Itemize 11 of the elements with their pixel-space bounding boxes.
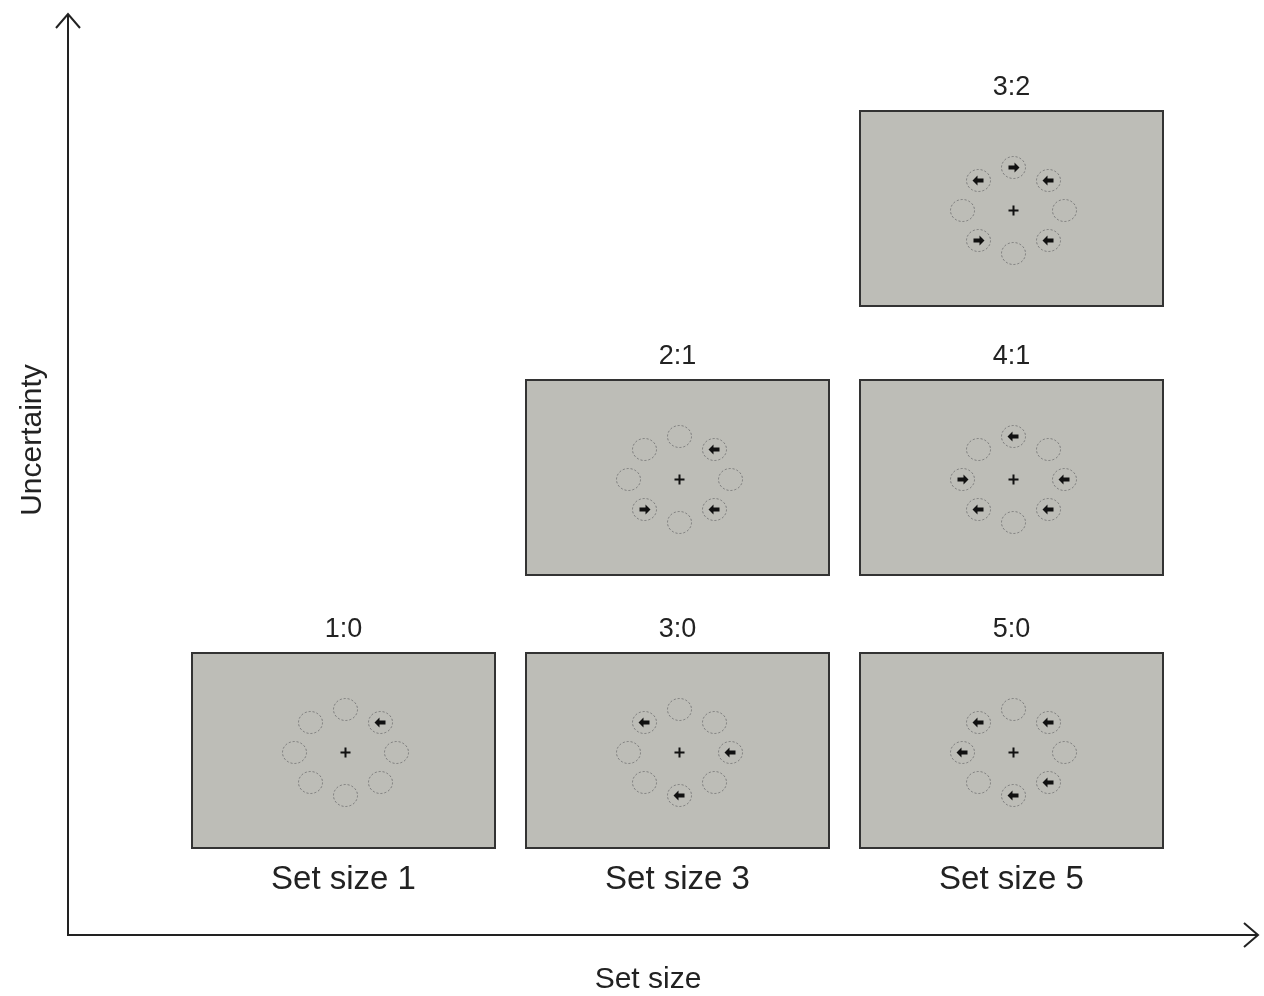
condition-label: 5:0: [992, 612, 1031, 645]
condition-label: 1:0: [324, 612, 363, 645]
condition-label: 4:1: [992, 339, 1031, 372]
axis-label: Uncertainty: [13, 364, 47, 516]
set-size-label: Set size 5: [939, 858, 1084, 898]
condition-label: 2:1: [658, 339, 697, 372]
condition-label: 3:2: [992, 70, 1031, 103]
axis-label: Set size: [594, 960, 702, 996]
set-size-label: Set size 3: [605, 858, 750, 898]
set-size-label: Set size 1: [271, 858, 416, 898]
condition-label: 3:0: [658, 612, 697, 645]
